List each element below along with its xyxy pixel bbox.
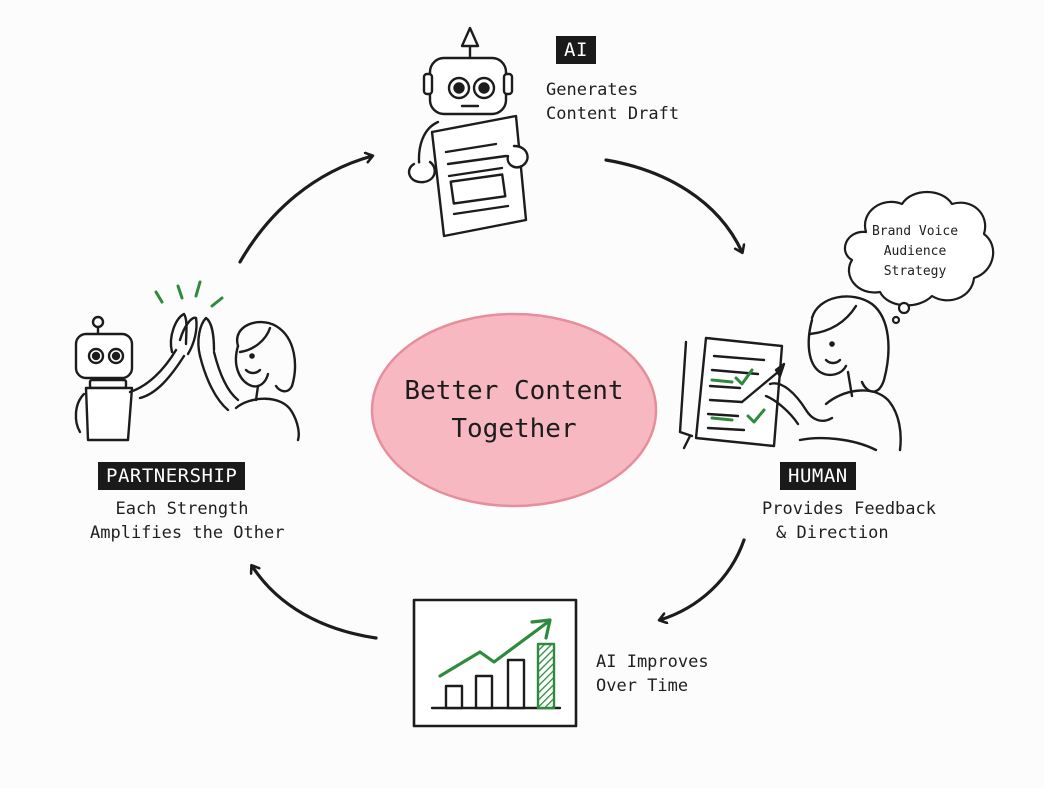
center-ellipse	[370, 312, 658, 508]
partnership-caption-line-2: Amplifies the Other	[90, 523, 285, 543]
thought-line-3: Strategy	[883, 264, 947, 279]
center-title: Better Content Together	[372, 352, 656, 468]
woman-reviewing-tablet-icon	[678, 295, 902, 452]
thought-line-2: Audience	[883, 244, 947, 259]
robot-holding-document-icon	[407, 26, 529, 238]
ai-caption: Generates Content Draft	[546, 78, 679, 126]
improve-caption-line-2: Over Time	[596, 676, 689, 696]
human-tag: HUMAN	[780, 462, 856, 490]
center-title-line-1: Better Content	[404, 376, 624, 406]
arrow-human-to-improve	[660, 538, 746, 620]
ai-caption-line-2: Content Draft	[546, 104, 680, 124]
growth-bar-chart-icon	[412, 598, 578, 728]
center-title-line-2: Together	[451, 414, 577, 444]
human-caption-line-2: & Direction	[776, 523, 889, 543]
partnership-caption: Each Strength Amplifies the Other	[90, 497, 285, 545]
arrow-improve-to-partnership	[252, 566, 378, 640]
improve-caption: AI Improves Over Time	[596, 650, 709, 698]
robot-human-high-five-icon	[74, 280, 300, 442]
thought-line-1: Brand Voice	[871, 224, 959, 239]
arrow-ai-to-human	[604, 158, 742, 252]
thought-bubble-icon	[843, 191, 995, 325]
improve-caption-line-1: AI Improves	[596, 652, 709, 672]
partnership-tag: PARTNERSHIP	[98, 462, 246, 490]
thought-bubble-text: Brand Voice Audience Strategy	[850, 222, 980, 282]
human-caption-line-1: Provides Feedback	[762, 499, 936, 519]
ai-caption-line-1: Generates	[546, 80, 639, 100]
partnership-caption-line-1: Each Strength	[115, 499, 249, 519]
ai-tag: AI	[556, 36, 596, 64]
arrow-partnership-to-ai	[238, 156, 372, 264]
human-caption: Provides Feedback & Direction	[762, 497, 936, 545]
